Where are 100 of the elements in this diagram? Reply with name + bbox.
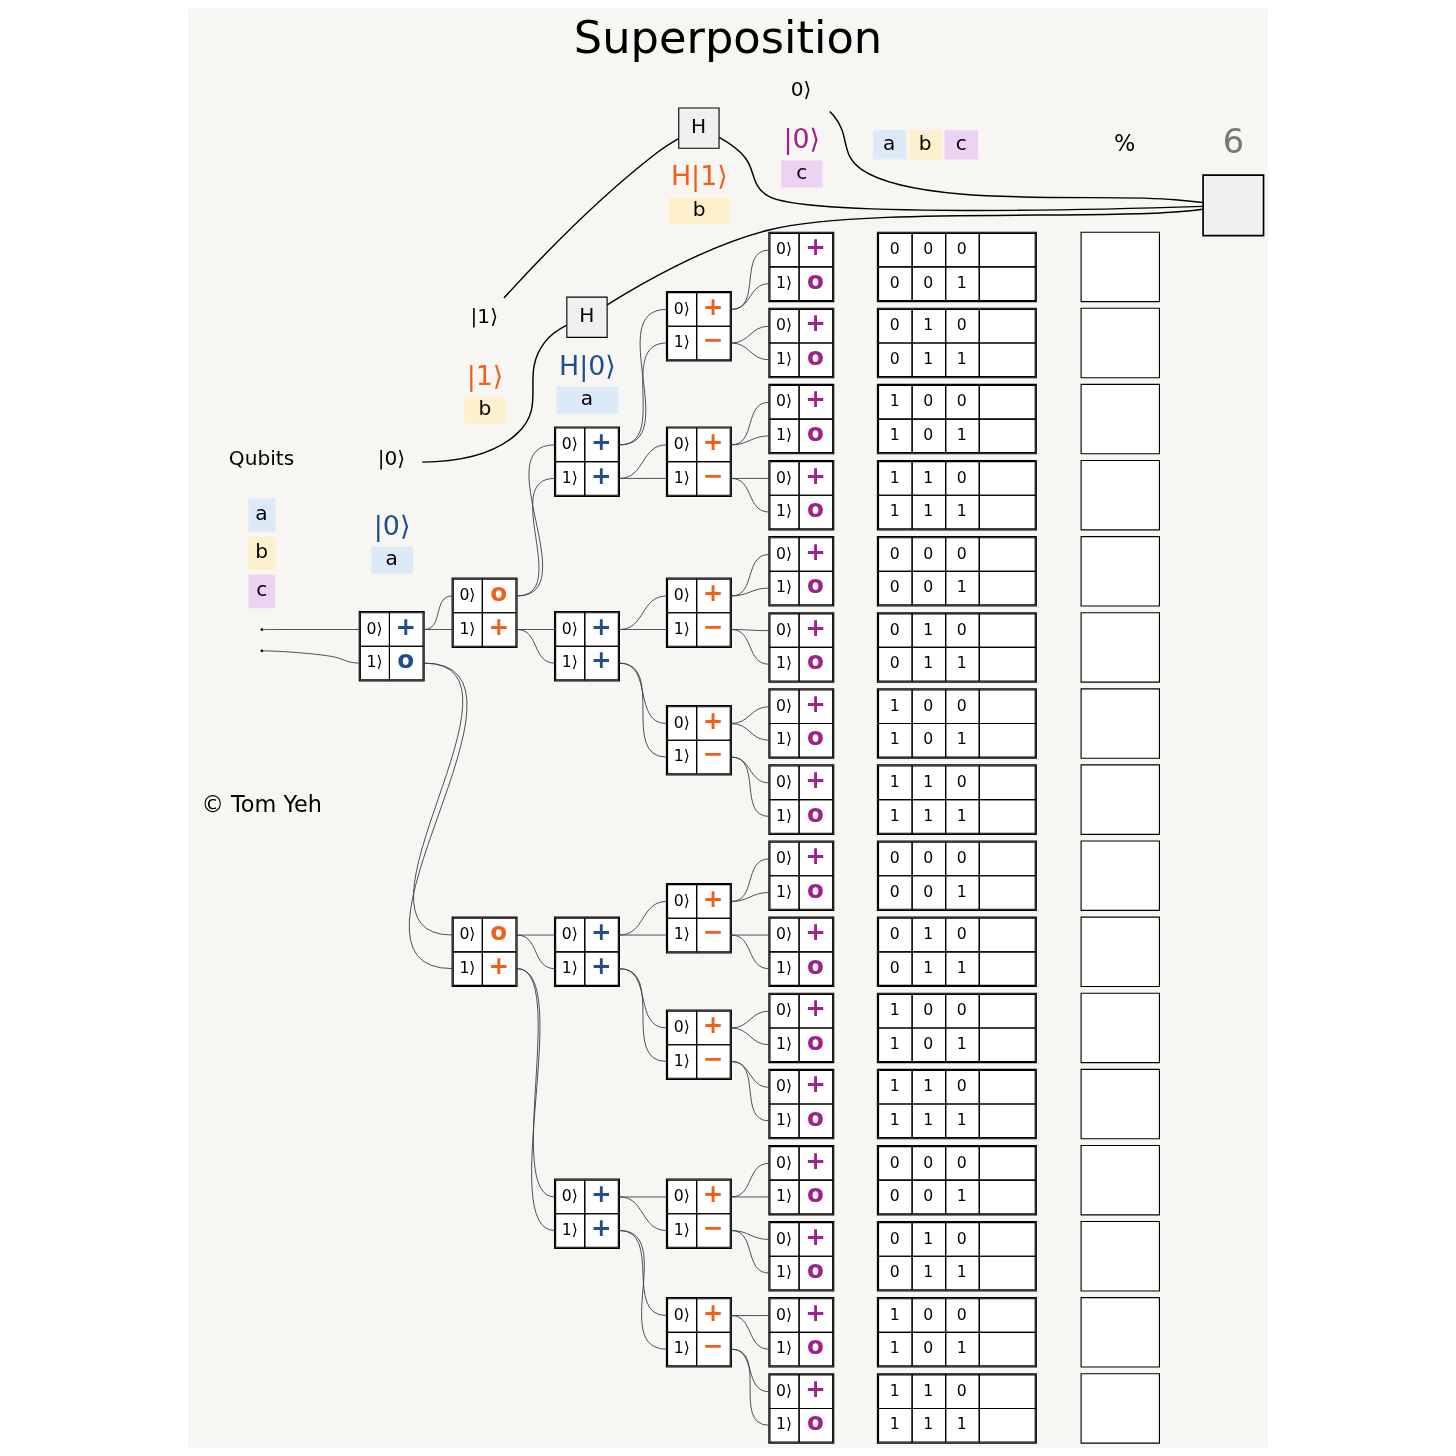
label: 1 [923,619,934,639]
label: 1 [956,425,967,445]
label: 1 [956,957,967,977]
label: b [918,130,932,155]
label: 0 [889,1152,900,1172]
label: 1 [889,1338,900,1358]
label: 0 [889,272,900,292]
label: a [580,386,594,411]
label: 0 [889,848,900,868]
label: c [955,130,967,155]
label: 1 [923,315,934,335]
label: 0 [923,1152,934,1172]
label: 0 [923,729,934,749]
label: 1 [889,729,900,749]
label: 0 [923,695,934,715]
legend-label: b [255,539,268,564]
label: 0 [956,1380,967,1400]
label: 0 [889,348,900,368]
label: 0 [956,924,967,944]
label: 0 [923,1033,934,1053]
label: |0⟩ [373,509,411,541]
label: 0 [889,577,900,597]
label: 0 [889,315,900,335]
label: 1 [956,1338,967,1358]
label: 0 [923,239,934,259]
label: b [478,396,492,421]
label: 0 [956,771,967,791]
label: 0 [889,1186,900,1206]
label: 0 [956,239,967,259]
label: 1 [923,1076,934,1096]
label: 1 [923,467,934,487]
label: 0 [889,1262,900,1282]
legend-label: a [255,501,268,526]
label: b [692,196,706,221]
label: 1 [956,1109,967,1129]
label: 0 [956,1152,967,1172]
label: 0 [923,1338,934,1358]
label: 0 [889,653,900,673]
label: 1 [956,501,967,521]
label: % [1114,129,1136,156]
label: 1 [889,467,900,487]
label: 0 [889,881,900,901]
label: a [883,130,896,155]
label: |1⟩ [466,359,504,391]
label: 1 [956,729,967,749]
label: 0 [889,1228,900,1248]
label: 0 [956,619,967,639]
label: 0 [956,315,967,335]
label: 0 [889,924,900,944]
label: H|1⟩ [670,160,728,192]
label: Qubits [228,446,295,471]
label: 1 [923,1262,934,1282]
label: a [385,546,398,571]
label: 0 [889,957,900,977]
label: c [796,159,808,184]
label: 1 [889,695,900,715]
label: 0 [923,543,934,563]
label: 0 [923,391,934,411]
label: 1 [923,957,934,977]
label: 0 [923,881,934,901]
label: 1 [923,1109,934,1129]
label: 0 [923,1186,934,1206]
label: 0 [923,425,934,445]
label: 1 [889,805,900,825]
label: 0 [956,467,967,487]
legend-label: c [256,577,268,602]
label: © Tom Yeh [201,790,323,817]
label: 0 [956,1076,967,1096]
label: 0 [956,1304,967,1324]
label: 1 [956,272,967,292]
label: 0 [956,543,967,563]
label: 1 [956,881,967,901]
label: 1 [889,501,900,521]
label: 1 [889,1304,900,1324]
label: 1 [923,348,934,368]
label: 1 [889,391,900,411]
label: 1 [889,1033,900,1053]
label: 0 [923,1304,934,1324]
label: 1 [923,771,934,791]
label: 1 [956,805,967,825]
label: |0⟩ [783,123,821,155]
label: 1 [923,501,934,521]
label: H|0⟩ [559,349,616,381]
label: 0 [956,391,967,411]
label: 0 [923,272,934,292]
label: 1 [923,1228,934,1248]
node-text: |0⟩ [377,446,406,471]
label: 0 [889,619,900,639]
node-text: |1⟩ [470,304,499,329]
label: 1 [923,1380,934,1400]
label: 1 [889,1414,900,1434]
label: 0 [956,1000,967,1020]
label: 0 [923,577,934,597]
label: 0 [956,695,967,715]
label: 1 [889,1000,900,1020]
label: 1 [956,1186,967,1206]
label: 6 [1222,122,1245,162]
label: 0 [889,543,900,563]
label: 1 [923,653,934,673]
label: 0 [923,1000,934,1020]
